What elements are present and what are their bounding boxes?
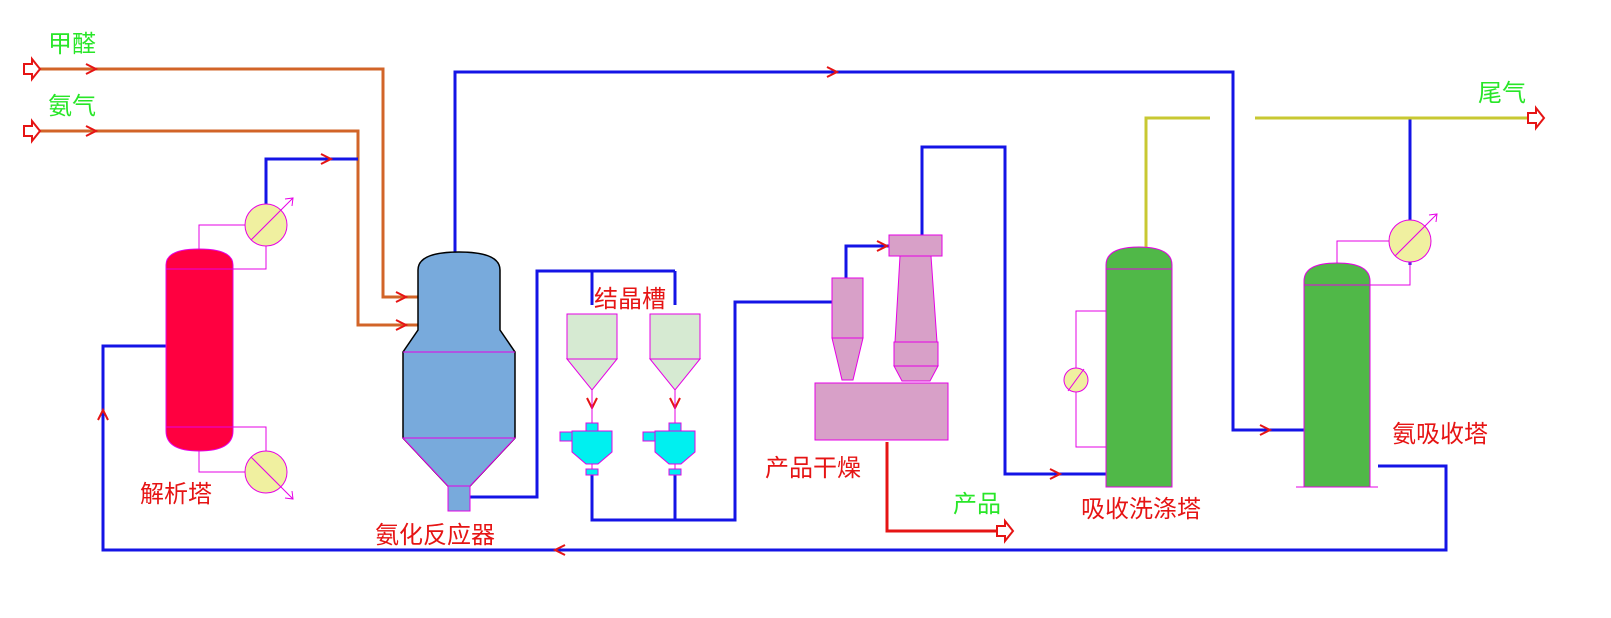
crystallizer-label: 结晶槽 [594, 285, 666, 313]
cyclone-separator [888, 234, 943, 382]
tail-gas-label: 尾气 [1478, 79, 1526, 107]
product-label: 产品 [953, 490, 1001, 518]
ammoniation-reactor-label: 氨化反应器 [375, 521, 495, 549]
flow-arrows [85, 63, 1273, 556]
condenser-exchanger-top [198, 197, 294, 270]
formaldehyde-feed-pipe [38, 67, 418, 299]
centrifuge-filter-1 [559, 422, 613, 476]
absorption-wash-tower [1105, 246, 1173, 488]
formaldehyde-label: 甲醛 [48, 30, 96, 58]
reboiler-exchanger-bottom [198, 426, 294, 500]
product-dryer-label: 产品干燥 [765, 454, 861, 482]
ammonia-feed-pipe [38, 129, 418, 327]
ammonia-absorption-tower-label: 氨吸收塔 [1392, 420, 1488, 448]
wash-tower-exchanger [1063, 310, 1106, 448]
absorption-wash-tower-label: 吸收洗涤塔 [1081, 495, 1201, 523]
crystallizer-2 [648, 313, 702, 425]
ammonia-label: 氨气 [48, 92, 96, 120]
ammonia-tower-exchanger [1336, 213, 1438, 286]
tail-gas-pipe [1144, 116, 1530, 249]
blue-pipes [101, 70, 1448, 552]
product-pipe [885, 442, 1000, 533]
product-dryer [814, 277, 949, 441]
centrifuge-filter-2 [642, 422, 696, 476]
ammoniation-reactor [401, 251, 517, 512]
ammonia-absorption-tower [1296, 262, 1378, 488]
crystallizer-1 [565, 313, 619, 425]
inlet-outlet-arrows [23, 56, 1546, 544]
desorption-tower [165, 248, 234, 452]
desorption-tower-label: 解析塔 [140, 480, 212, 508]
